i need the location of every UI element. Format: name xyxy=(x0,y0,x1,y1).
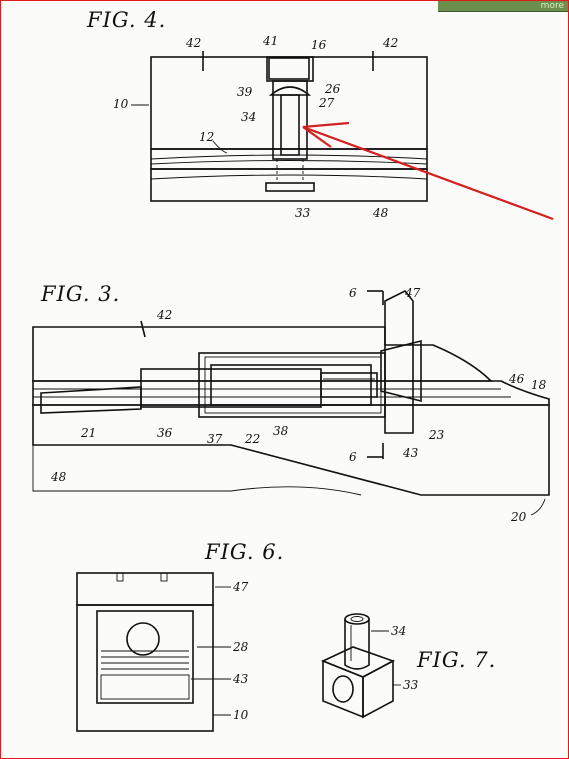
fig4-label-33: 33 xyxy=(295,206,311,220)
fig7-tube-34 xyxy=(344,619,370,670)
fig3-threaded-rod-36 xyxy=(140,368,322,408)
fig4-label-16: 16 xyxy=(311,38,327,52)
fig4-label-42b: 42 xyxy=(382,36,398,50)
fig4-label-48: 48 xyxy=(372,206,389,220)
fig4-label-39: 39 xyxy=(237,85,253,99)
fig4-label-10: 10 xyxy=(113,97,129,111)
fig4-label-41: 41 xyxy=(262,34,278,48)
fig4-label-12: 12 xyxy=(199,130,214,144)
fig6-label-47: 47 xyxy=(232,580,249,594)
fig3-label-23: 23 xyxy=(428,428,445,442)
figure-6: FIG. 6. 47 28 43 10 xyxy=(76,540,284,732)
fig4-screw-34 xyxy=(280,94,300,156)
figure-3: FIG. 3. xyxy=(32,282,550,524)
fig3-plate-47 xyxy=(384,289,414,434)
fig3-label-47: 47 xyxy=(404,286,421,300)
fig6-label-43: 43 xyxy=(232,672,249,686)
fig3-label-42: 42 xyxy=(156,308,172,322)
fig4-title: FIG. 4. xyxy=(86,8,166,32)
fig3-title: FIG. 3. xyxy=(40,282,120,306)
fig4-stock-lower xyxy=(150,168,428,202)
fig7-title: FIG. 7. xyxy=(416,648,496,672)
fig7-label-34: 34 xyxy=(391,624,406,638)
fig3-label-6-top: 6 xyxy=(349,286,357,300)
fig4-insert-41 xyxy=(268,57,310,80)
fig6-label-10: 10 xyxy=(233,708,249,722)
fig4-label-27: 27 xyxy=(318,96,335,110)
figure-4: FIG. 4. 42 41 16 42 10 xyxy=(86,8,428,220)
fig3-label-20: 20 xyxy=(510,510,527,524)
fig6-bore xyxy=(126,622,160,656)
fig6-title: FIG. 6. xyxy=(204,540,284,564)
fig4-stock-upper xyxy=(150,56,428,150)
fig3-label-6-bottom: 6 xyxy=(349,450,357,464)
fig6-stock-10 xyxy=(76,604,214,732)
fig3-label-22: 22 xyxy=(244,432,260,446)
fig3-label-48: 48 xyxy=(50,470,67,484)
fig7-label-33: 33 xyxy=(403,678,419,692)
fig3-stock-upper xyxy=(32,326,493,382)
fig3-label-46: 46 xyxy=(508,372,525,386)
fig3-label-43: 43 xyxy=(402,446,419,460)
figure-7: FIG. 7. 34 33 xyxy=(320,613,496,719)
fig6-label-28: 28 xyxy=(232,640,249,654)
fig3-label-37: 37 xyxy=(207,432,223,446)
fig3-label-21: 21 xyxy=(80,426,96,440)
fig7-block-33 xyxy=(320,646,395,678)
fig3-label-18: 18 xyxy=(531,378,547,392)
fig4-label-34: 34 xyxy=(241,110,256,124)
corner-badge: more xyxy=(438,1,568,12)
fig4-label-42a: 42 xyxy=(185,36,201,50)
fig3-stock-lower xyxy=(32,404,550,496)
fig6-plate-47 xyxy=(76,572,214,606)
annotation-arrow xyxy=(302,121,554,221)
fig3-label-38: 38 xyxy=(273,424,289,438)
fig4-label-26: 26 xyxy=(324,82,341,96)
fig3-label-36: 36 xyxy=(157,426,173,440)
